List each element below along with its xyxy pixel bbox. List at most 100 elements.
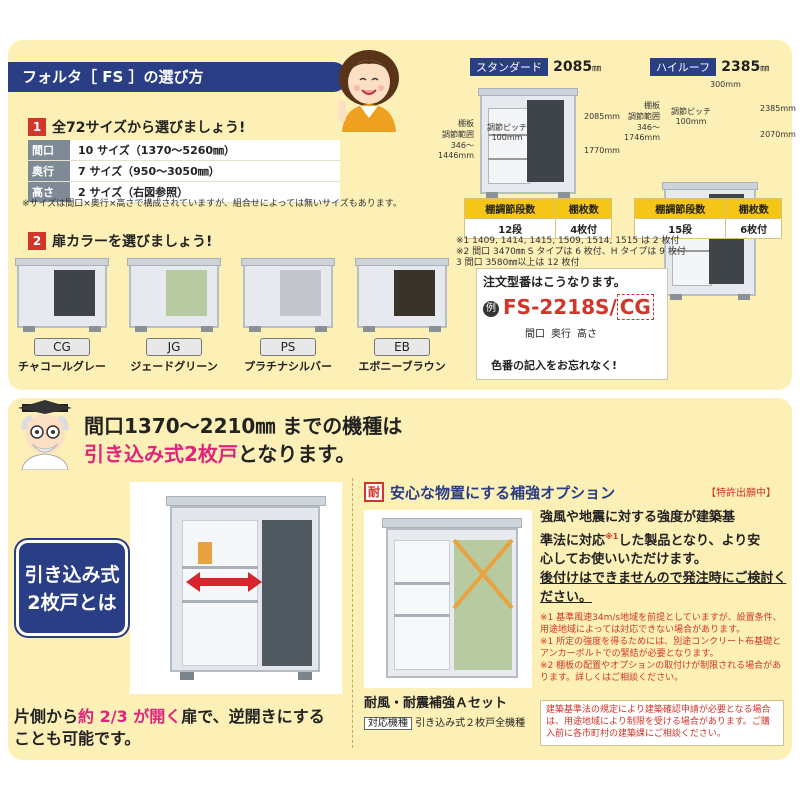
td: 15段: [633, 218, 727, 239]
sliding-box-line2: 2枚戸とは: [27, 592, 117, 614]
sliding-explain-box: 引き込み式 2枚戸とは: [16, 540, 128, 636]
body-line: した製品となり、より安: [618, 533, 761, 549]
note-line: ※1 1409, 1414, 1415, 1509, 1514, 1515 は …: [456, 236, 680, 246]
order-reminder: 色番の記入をお忘れなく!: [491, 359, 618, 372]
sliding-arrow-icon: [186, 572, 262, 592]
door-swatch: [393, 270, 435, 316]
standard-height: 2085: [553, 59, 593, 75]
standard-shed-diagram: [478, 88, 578, 198]
spec-row: 高さ 2 サイズ（右図参照）: [28, 182, 340, 203]
color-option-eb[interactable]: EB エボニーブラウン: [354, 258, 450, 380]
color-name: プラチナシルバー: [244, 360, 332, 373]
mascot-professor-icon: [18, 400, 72, 470]
color-option-jg[interactable]: JG ジェードグリーン: [126, 258, 222, 380]
color-code: EB: [374, 338, 430, 356]
door-swatch: [53, 270, 95, 316]
spec-value: 7 サイズ（950～3050㎜）: [70, 161, 340, 181]
option-patent: 【特許出願中】: [706, 488, 776, 499]
td: 6枚付: [725, 218, 782, 239]
th: 棚調節段数: [463, 198, 557, 219]
option-photo: [364, 510, 532, 688]
model-number: FS-2218S/CG: [503, 294, 654, 320]
sliding-headline-1: 間口1370～2210㎜ までの機種は: [84, 414, 403, 438]
order-example-mark: 例: [483, 301, 499, 317]
standard-tag: スタンダード: [470, 58, 548, 76]
sliding-headline-highlight: 引き込み式2枚戸: [84, 442, 238, 466]
sliding-headline-rest: となります。: [237, 442, 356, 466]
color-name: ジェードグリーン: [130, 360, 218, 373]
caption-a: 片側から: [14, 707, 79, 726]
shelf-notes: ※1 1409, 1414, 1415, 1509, 1514, 1515 は …: [456, 236, 786, 269]
part-label: 奥行: [551, 329, 571, 340]
standard-unit: ㎜: [592, 64, 602, 74]
part-label: 間口: [525, 329, 545, 340]
th: 棚枚数: [555, 198, 612, 219]
sliding-door-photo: [130, 482, 342, 694]
shed-image: [241, 258, 335, 332]
th: 棚枚数: [725, 198, 782, 219]
footnote: ※1 基準風速34m/s地域を前提としていますが、設置条件、用途地域によっては対…: [540, 613, 782, 635]
note-line: 3 間口 3580㎜以上は 12 枚付: [456, 258, 580, 268]
body-line: 強風や地震に対する強度が建築基: [540, 510, 736, 525]
step-1-label: 全72サイズから選びましょう!: [52, 120, 246, 136]
option-icon: 耐: [364, 482, 384, 502]
body-sup: ※1: [605, 532, 619, 541]
standard-shelf-range: 棚板 調節範囲 346～1446mm: [438, 119, 474, 160]
highroof-inner: 2070mm: [760, 130, 796, 139]
height-highroof: ハイルーフ 2385㎜: [650, 56, 800, 76]
spec-key: 奥行: [28, 161, 70, 181]
spec-key: 間口: [28, 140, 70, 160]
spec-value: 2 サイズ（右図参照）: [70, 182, 340, 202]
option-footnotes: ※1 基準風速34m/s地域を前提としていますが、設置条件、用途地域によっては対…: [540, 612, 790, 684]
footnote: ※1 所定の強度を得るためには、別途コンクリート布基礎とアンカーボルトでの緊結が…: [540, 637, 782, 659]
order-example: 注文型番はこうなります。 例 FS-2218S/CG 間口 奥行 高さ 色番の記…: [476, 268, 668, 380]
spec-row: 奥行 7 サイズ（950～3050㎜）: [28, 161, 340, 182]
applies-tag: 対応機種: [364, 717, 412, 730]
caption-c: ことも可能です。: [14, 729, 141, 748]
shed-image: [355, 258, 449, 332]
section-title-text: フォルタ［ FS ］の選び方: [22, 68, 204, 86]
part-label: 高さ: [577, 329, 597, 340]
highroof-height: 2385: [721, 59, 761, 75]
caption-highlight: 約 2/3 が開く: [78, 707, 182, 726]
sliding-headline-2: 引き込み式2枚戸となります。: [84, 438, 355, 467]
highroof-tag: ハイルーフ: [650, 58, 717, 76]
spec-row: 間口 10 サイズ（1370～5260㎜）: [28, 140, 340, 161]
footnote: ※2 棚板の配置やオプションの取付けが制限される場合があります。詳しくはご相談く…: [540, 661, 782, 683]
model-sep: /: [609, 295, 617, 319]
th: 棚調節段数: [633, 198, 727, 219]
spec-value: 10 サイズ（1370～5260㎜）: [70, 140, 340, 160]
model-color: CG: [616, 294, 654, 320]
color-option-cg[interactable]: CG チャコールグレー: [14, 258, 110, 380]
option-divider: [352, 478, 353, 748]
brace-icon: [452, 538, 514, 610]
door-swatch: [279, 270, 321, 316]
color-code: PS: [260, 338, 316, 356]
option-set-name: 耐風・耐震補強Ａセット: [364, 696, 508, 711]
body-line: 心してお使いいただけます。: [540, 552, 707, 568]
mascot-woman-icon: [338, 50, 399, 132]
shed-image: [15, 258, 109, 332]
spec-note: ※サイズは間口×奥行×高さで構成されていますが、組合せによっては無いサイズもあり…: [22, 199, 402, 209]
td: 4枚付: [555, 218, 612, 239]
highroof-unit: ㎜: [760, 64, 770, 74]
option-applies: 対応機種 引き込み式２枚戸全機種: [364, 714, 526, 730]
caption-b: 扉で、逆開きにする: [181, 707, 325, 726]
color-option-ps[interactable]: PS プラチナシルバー: [240, 258, 336, 380]
standard-inner: 1770mm: [584, 146, 620, 155]
standard-total: 2085mm: [584, 112, 620, 121]
spec-table: 間口 10 サイズ（1370～5260㎜） 奥行 7 サイズ（950～3050㎜…: [28, 140, 340, 203]
option-body: 強風や地震に対する強度が建築基 準法に対応※1した製品となり、より安 心してお使…: [540, 508, 790, 607]
note-line: ※2 間口 3470㎜ S タイプは 6 枚付、H タイプは 9 枚付: [456, 247, 686, 257]
model-parts: 間口 奥行 高さ: [525, 325, 597, 340]
height-standard: スタンダード 2085㎜: [470, 56, 630, 76]
applies-value: 引き込み式２枚戸全機種: [415, 718, 526, 729]
model-main: FS-2218S: [503, 295, 610, 319]
option-title: 安心な物置にする補強オプション: [390, 484, 616, 502]
door-swatch: [165, 270, 207, 316]
td: 12段: [463, 218, 557, 239]
permit-note: 建築基準法の規定により建築確認申請が必要となる場合は、用途地域により制限を受ける…: [540, 700, 784, 746]
order-title: 注文型番はこうなります。: [483, 275, 626, 289]
sliding-box-line1: 引き込み式: [24, 564, 120, 586]
